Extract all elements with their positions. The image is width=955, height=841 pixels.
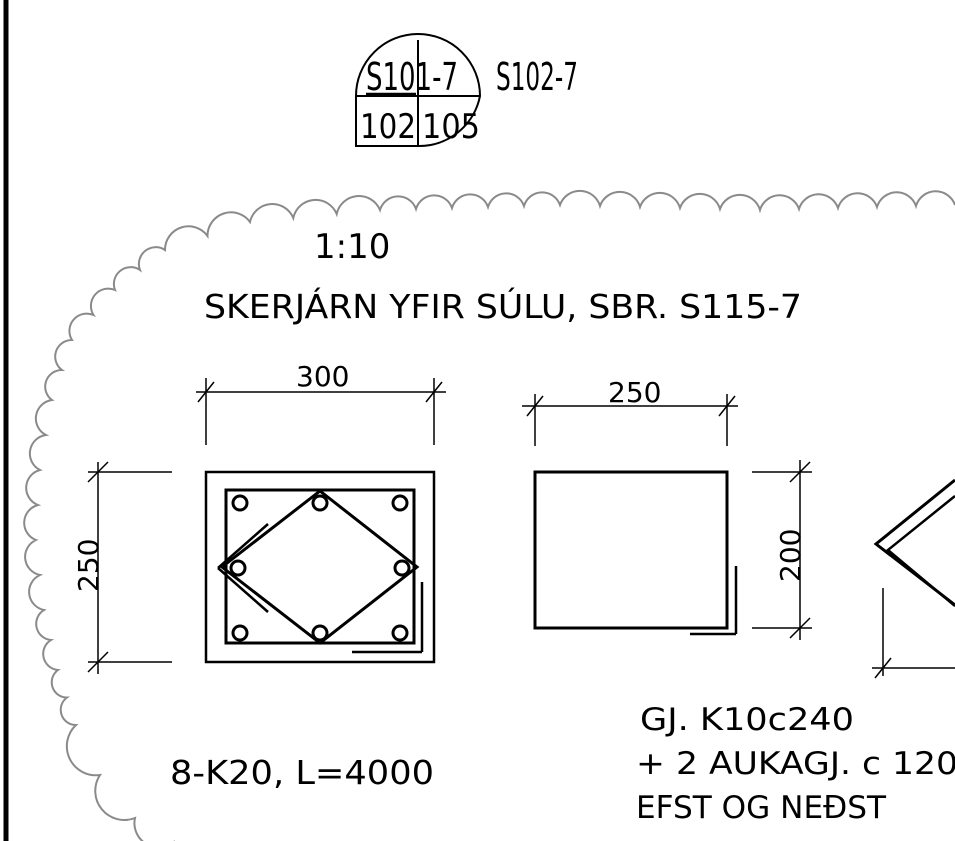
rebar	[391, 624, 409, 642]
section-a-width-dimension	[196, 378, 446, 445]
drawing-title: SKERJÁRN YFIR SÚLU, SBR. S115-7	[204, 286, 802, 326]
rebar	[391, 494, 409, 512]
section-b-outline	[533, 470, 729, 630]
section-a-stirrup	[224, 488, 416, 645]
stirrup-note-line3: EFST OG NEÐST	[636, 790, 887, 826]
detail-tag-ref-side: S102-7	[496, 55, 578, 99]
detail-tag-circle	[355, 33, 482, 148]
section-a-diamond-stirrup	[219, 489, 420, 645]
section-c-dim-tick	[874, 657, 892, 679]
rebar	[229, 559, 247, 577]
section-b: 250 200	[522, 376, 812, 640]
stirrup-note-line1: GJ. K10c240	[640, 702, 854, 738]
rebar	[311, 624, 329, 642]
section-b-height-dimension	[752, 460, 812, 640]
section-a-hook-left-top	[217, 523, 269, 569]
detail-tag-num-right: 105	[422, 107, 480, 147]
section-c-hook	[886, 495, 955, 607]
section-a-hook-left-bottom	[217, 567, 269, 613]
revision-cloud	[23, 189, 955, 841]
rebar	[311, 494, 329, 512]
section-b-width-dimension	[522, 394, 738, 446]
section-c-stirrup	[873, 478, 955, 607]
rebar	[231, 494, 249, 512]
section-a-height-label: 250	[72, 539, 105, 592]
section-a-rebar-note: 8-K20, L=4000	[170, 753, 434, 792]
section-a-rebars	[229, 494, 411, 642]
detail-tag-num-left: 102	[360, 107, 416, 147]
drawing-scale: 1:10	[314, 227, 390, 267]
detail-tag-ref-top: S101-7	[366, 55, 458, 99]
section-a-height-dimension	[87, 461, 172, 674]
section-b-width-label: 250	[608, 376, 661, 409]
detail-tag: S101-7 S102-7 102 105	[355, 33, 578, 148]
section-a: 300 250	[72, 360, 446, 674]
rebar	[231, 624, 249, 642]
section-a-outline	[204, 470, 436, 664]
section-c	[872, 478, 955, 679]
stirrup-note-line2: + 2 AUKAGJ. c 120	[636, 746, 955, 782]
section-a-width-label: 300	[296, 360, 349, 393]
section-b-height-label: 200	[774, 529, 807, 582]
rebar	[393, 559, 411, 577]
